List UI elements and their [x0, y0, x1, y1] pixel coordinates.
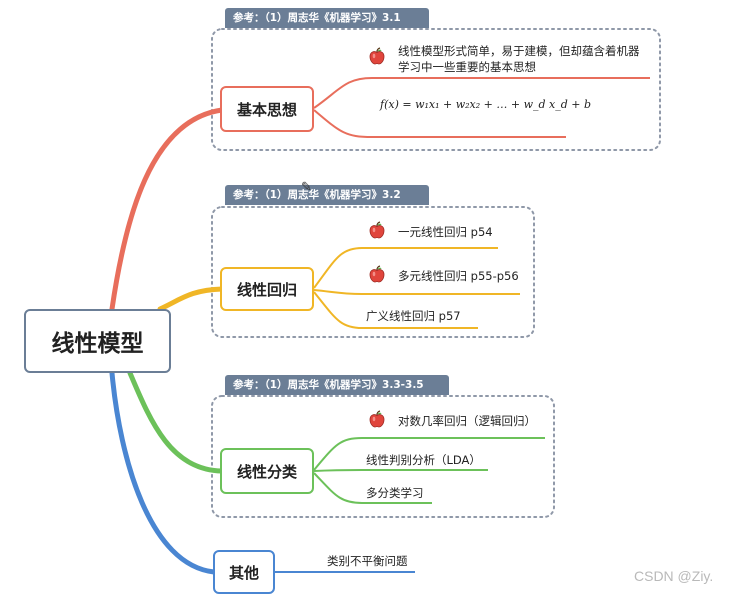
edge-basic-desc — [313, 77, 650, 109]
topic-other[interactable]: 其他 — [213, 550, 275, 594]
basic-description[interactable]: 线性模型形式简单，易于建模，但却蕴含着机器学习中一些重要的基本思想 — [398, 44, 640, 74]
edge-cls-2 — [313, 469, 488, 472]
other-item-imbalance[interactable]: 类别不平衡问题 — [327, 554, 408, 568]
reference-tag-basic: 参考：（1）周志华《机器学习》3.1 — [225, 8, 429, 28]
classification-item-logistic[interactable]: 对数几率回归（逻辑回归） — [398, 414, 536, 428]
topic-basic-idea[interactable]: 基本思想 — [220, 86, 314, 132]
regression-item-multiple[interactable]: 多元线性回归 p55-p56 — [398, 269, 519, 283]
classification-item-multiclass[interactable]: 多分类学习 — [366, 486, 424, 500]
topic-linear-classification[interactable]: 线性分类 — [220, 448, 314, 494]
reference-tag-classification: 参考：（1）周志华《机器学习》3.3-3.5 — [225, 375, 449, 395]
classification-item-lda[interactable]: 线性判别分析（LDA） — [366, 453, 481, 467]
edge-reg-1 — [313, 247, 498, 289]
pen-cursor-icon: ✎ — [301, 180, 312, 195]
regression-item-generalized[interactable]: 广义线性回归 p57 — [366, 309, 461, 323]
linear-model-formula[interactable]: f(x) = w₁x₁ + w₂x₂ + … + w_d x_d + b — [380, 98, 591, 111]
connector-regression — [157, 286, 225, 312]
apple-icon — [369, 47, 385, 65]
group-box-regression — [211, 206, 535, 338]
regression-item-simple[interactable]: 一元线性回归 p54 — [398, 225, 493, 239]
group-box-basic — [211, 28, 661, 151]
apple-icon — [369, 410, 385, 428]
edge-reg-3 — [313, 291, 478, 329]
edge-basic-formula — [313, 109, 566, 138]
root-node[interactable]: 线性模型 — [24, 309, 171, 373]
formula-text: f(x) = w₁x₁ + w₂x₂ + … + w_d x_d + b — [380, 98, 592, 111]
connector-classification — [127, 370, 225, 474]
watermark: CSDN @Ziy. — [634, 568, 714, 584]
group-box-classification — [211, 395, 555, 518]
edge-reg-2 — [313, 289, 520, 295]
connector-other — [109, 370, 217, 575]
apple-icon — [369, 221, 385, 239]
reference-tag-regression: 参考：（1）周志华《机器学习》3.2 — [225, 185, 429, 205]
connector-basic — [109, 107, 225, 312]
topic-linear-regression[interactable]: 线性回归 — [220, 267, 314, 311]
apple-icon — [369, 265, 385, 283]
edge-cls-1 — [313, 437, 545, 471]
edge-cls-3 — [313, 472, 432, 504]
